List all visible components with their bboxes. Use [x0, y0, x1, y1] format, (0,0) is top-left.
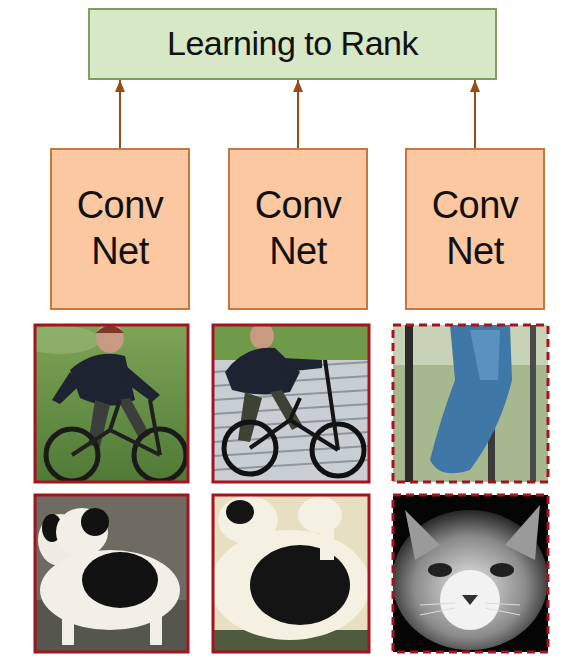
bike-photo: [35, 325, 188, 482]
arrow-connector: [119, 80, 121, 148]
image-border: [35, 325, 188, 482]
image-border: [393, 325, 548, 482]
network-box: Conv Net: [405, 148, 545, 310]
image-border: [393, 495, 548, 652]
puppy-photo: [213, 495, 369, 652]
ranking-box: Learning to Rank: [88, 8, 497, 80]
network-box: Conv Net: [50, 148, 190, 310]
node-label: Conv Net: [407, 183, 543, 274]
image-border: [35, 495, 188, 652]
arrow-connector: [297, 80, 299, 148]
negative-photo: [393, 495, 548, 652]
network-box: Conv Net: [228, 148, 368, 310]
node-label: Conv Net: [230, 183, 366, 274]
arrow-connector: [474, 80, 476, 148]
image-border: [213, 325, 369, 482]
negative-photo: [393, 325, 548, 482]
bike-photo: [213, 325, 369, 482]
node-label: Conv Net: [52, 183, 188, 274]
node-label: Learning to Rank: [167, 24, 418, 63]
image-border: [213, 495, 369, 652]
puppy-photo: [35, 495, 188, 652]
